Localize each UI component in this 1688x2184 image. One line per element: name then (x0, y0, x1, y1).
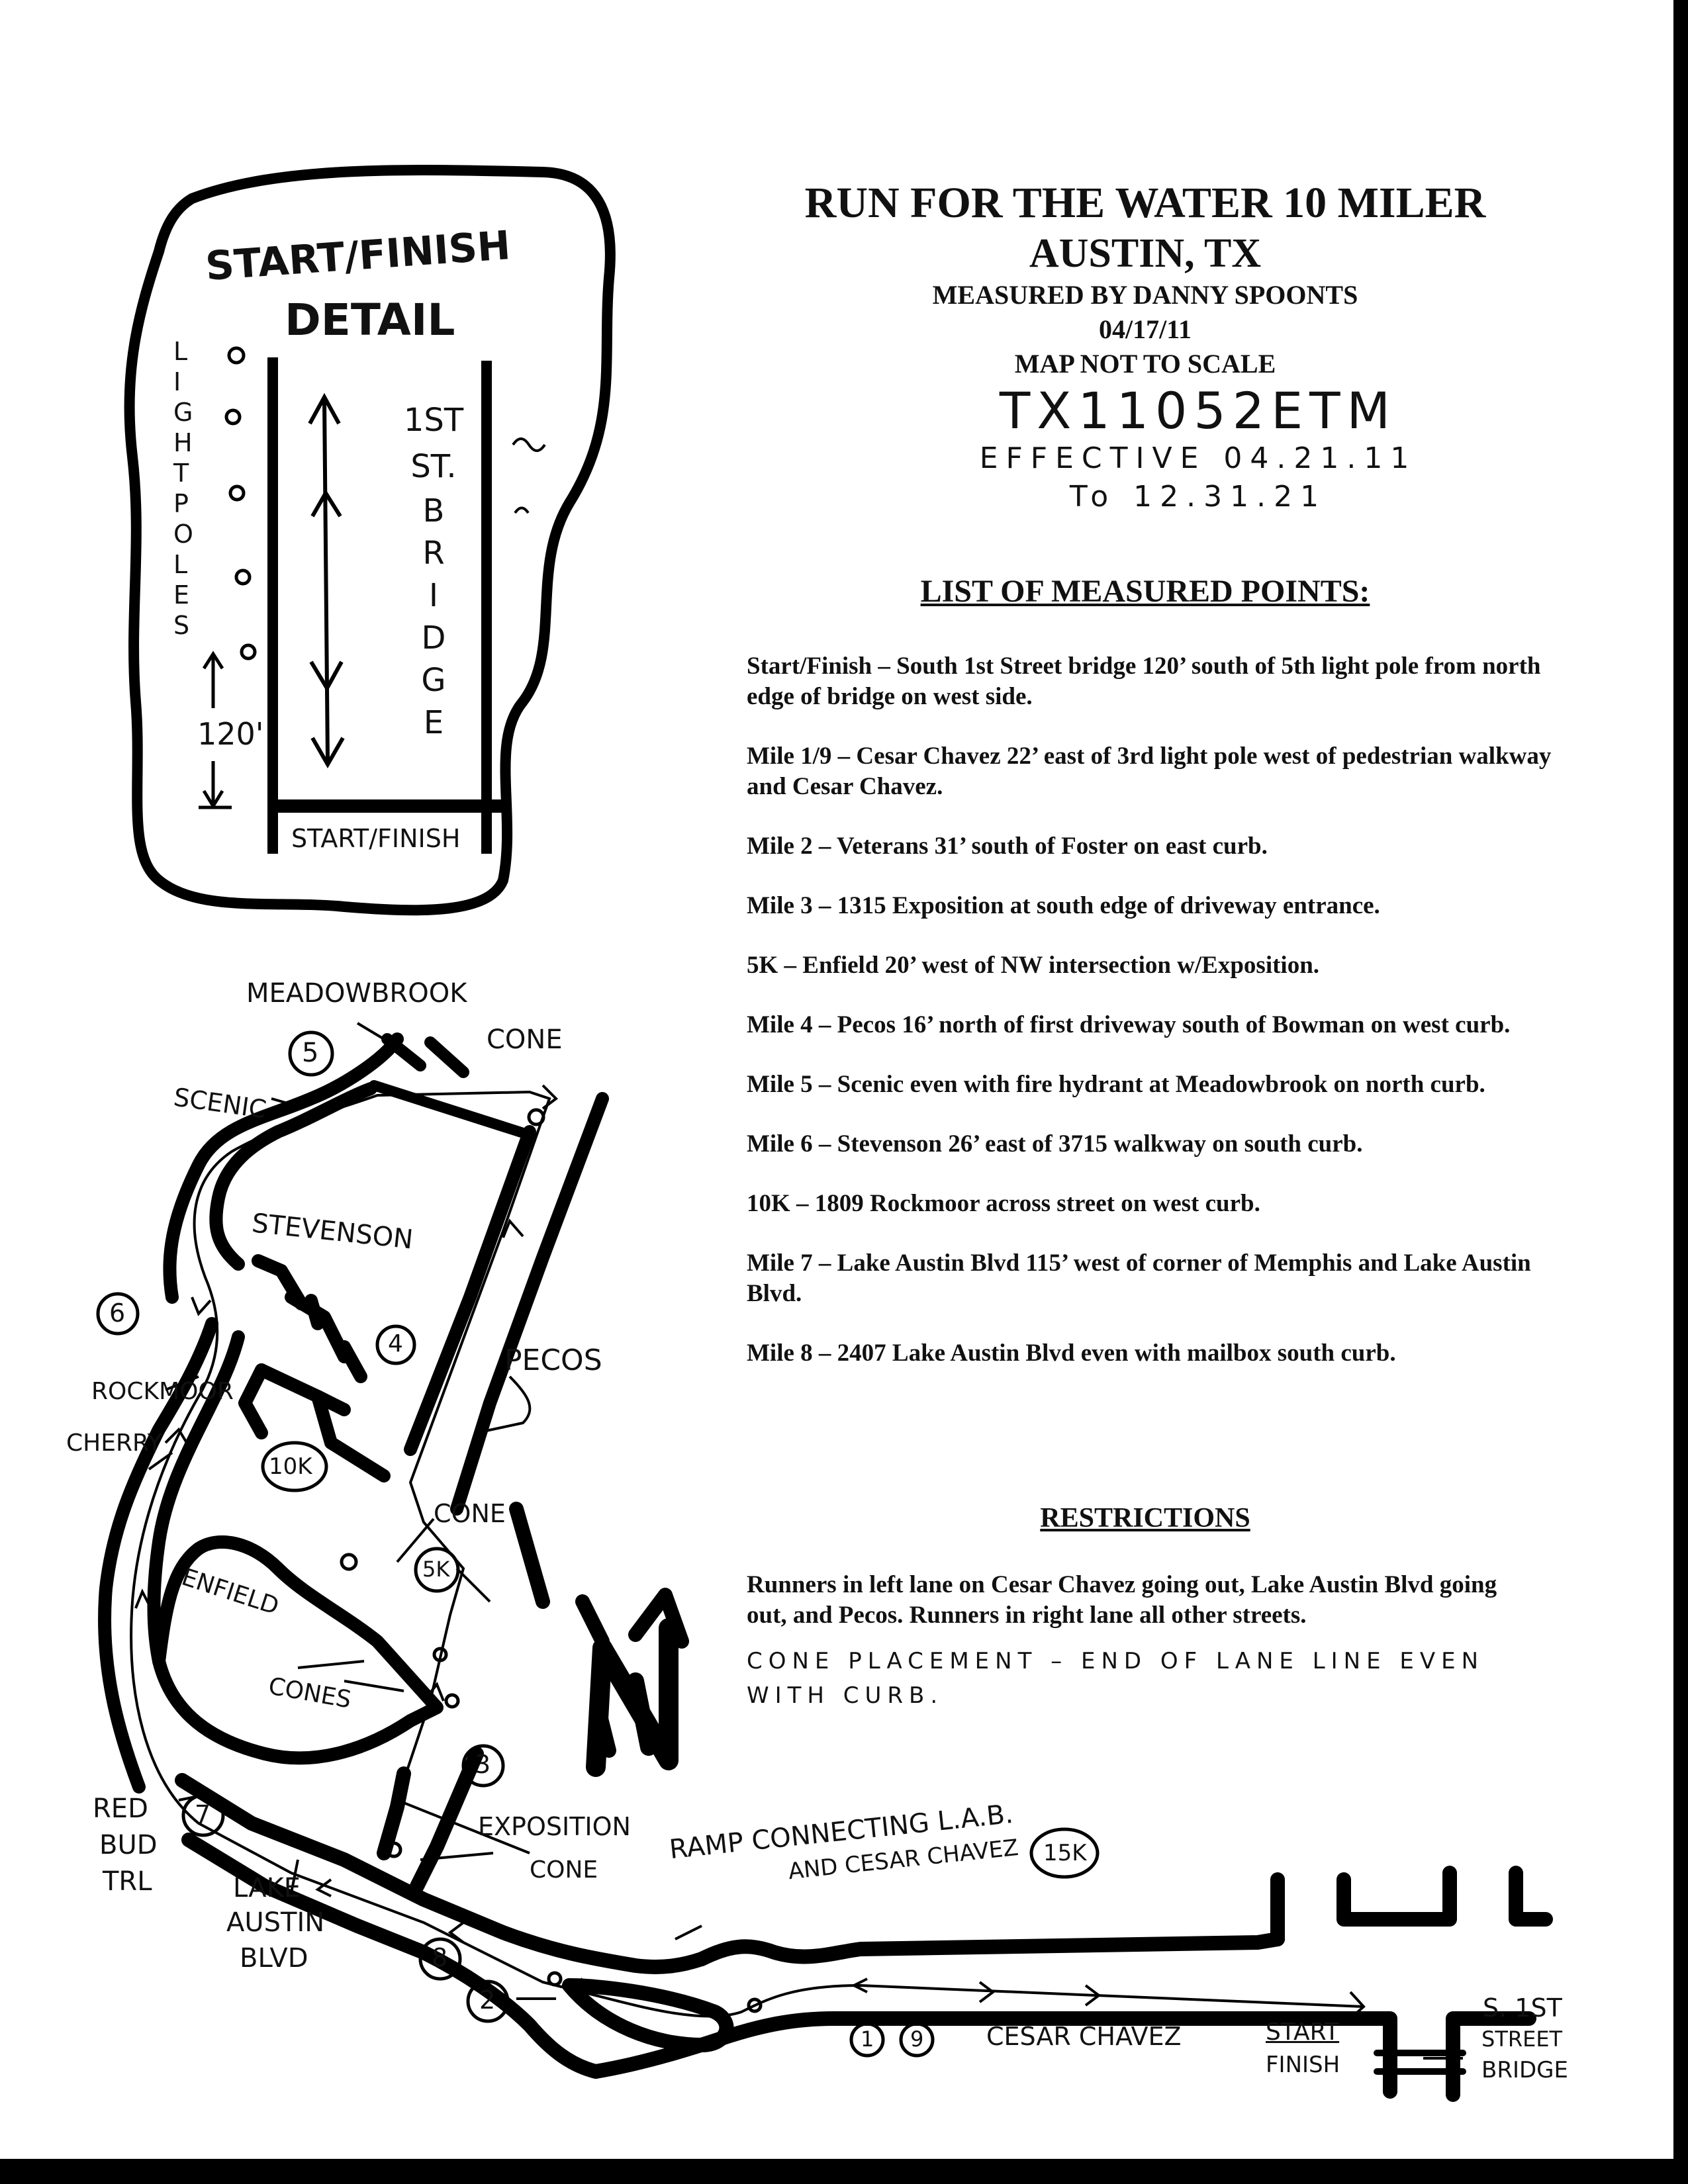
label-start: START (1266, 2019, 1340, 2046)
marker-mile-8: 8 (432, 1943, 448, 1972)
restrictions-text: Runners in left lane on Cesar Chavez goi… (747, 1571, 1497, 1629)
leader-arrows (148, 1022, 1463, 2060)
bridge-letter: D (421, 619, 446, 657)
measure-date: 04/17/11 (1098, 314, 1192, 344)
detail-light-poles (224, 346, 257, 660)
detail-direction-arrow (308, 392, 345, 769)
bridge-letter: ST. (410, 448, 457, 485)
label-rockmoor: ROCKMOOR (91, 1378, 234, 1405)
list-item: 5K – Enfield 20’ west of NW intersection… (747, 952, 1320, 979)
restrictions-heading: RESTRICTIONS (1040, 1503, 1250, 1533)
label-pecos: PECOS (504, 1343, 602, 1377)
bridge-letter: B (422, 492, 445, 529)
label-cone-mid: CONE (434, 1499, 506, 1528)
light-pole-letter: P (173, 489, 189, 518)
light-pole-letter: O (173, 520, 193, 549)
label-bridge-3: BRIDGE (1481, 2057, 1568, 2083)
certification-expires: To 12.31.21 (1069, 480, 1327, 514)
measured-points-list: Start/Finish – South 1st Street bridge 1… (747, 651, 1568, 1398)
marker-mile-9: 9 (910, 2026, 924, 2052)
marker-mile-3: 3 (475, 1750, 491, 1779)
label-cone-low: CONE (530, 1856, 598, 1884)
marker-10k: 10K (269, 1453, 312, 1480)
list-item: Mile 8 – 2407 Lake Austin Blvd even with… (747, 1340, 1396, 1367)
light-pole-letter: H (173, 428, 193, 457)
list-item: 10K – 1809 Rockmoor across street on wes… (747, 1190, 1260, 1217)
label-lake-2: AUSTIN (226, 1907, 325, 1938)
light-pole-letter: L (173, 337, 188, 366)
label-finish: FINISH (1266, 2052, 1340, 2078)
detail-title-line2: DETAIL (285, 295, 455, 345)
light-pole-letter: I (173, 367, 181, 396)
label-exposition: EXPOSITION (478, 1812, 631, 1841)
light-pole-letter: G (173, 398, 193, 427)
page-bottom-border (0, 2159, 1688, 2184)
label-bridge-1: S. 1ST (1483, 1993, 1562, 2023)
cone-markers (340, 1108, 763, 2013)
measured-by: MEASURED BY DANNY SPOONTS (932, 280, 1358, 310)
north-arrow (509, 1502, 689, 1777)
list-item: Mile 6 – Stevenson 26’ east of 3715 walk… (747, 1130, 1363, 1158)
label-meadowbrook: MEADOWBROOK (246, 978, 467, 1009)
detail-light-poles-label: L I G H T P O L E S (173, 336, 200, 641)
list-item: Mile 7 – Lake Austin Blvd 115’ west of c… (747, 1250, 1531, 1307)
bridge-letter: I (428, 577, 439, 614)
water-squiggle-1 (512, 437, 546, 452)
label-lake-3: BLVD (240, 1943, 308, 1974)
bridge-letter: E (423, 704, 444, 741)
list-item: Start/Finish – South 1st Street bridge 1… (747, 653, 1541, 710)
detail-outline (124, 164, 616, 916)
event-title: RUN FOR THE WATER 10 MILER (804, 179, 1486, 227)
marker-mile-5: 5 (302, 1038, 319, 1068)
label-red-bud-1: RED (93, 1794, 148, 1824)
marker-mile-7: 7 (195, 1800, 211, 1829)
list-item: Mile 3 – 1315 Exposition at south edge o… (747, 892, 1380, 919)
map-header: RUN FOR THE WATER 10 MILER AUSTIN, TX ME… (715, 177, 1575, 381)
scale-note: MAP NOT TO SCALE (1014, 349, 1276, 379)
points-heading: LIST OF MEASURED POINTS: (920, 574, 1370, 609)
label-bridge-2: STREET (1481, 2026, 1563, 2052)
certification-block: TX11052ETM EFFECTIVE 04.21.11 To 12.31.2… (914, 383, 1483, 516)
marker-15k: 15K (1043, 1840, 1087, 1866)
certification-effective: EFFECTIVE 04.21.11 (979, 441, 1417, 475)
water-squiggle-2 (514, 506, 530, 514)
event-city: AUSTIN, TX (1029, 231, 1262, 276)
light-pole-letter: S (173, 611, 190, 640)
label-red-bud-3: TRL (103, 1866, 152, 1897)
marker-mile-4: 4 (388, 1330, 403, 1357)
bridge-letter: R (422, 535, 445, 572)
bridge-letter: G (421, 662, 446, 699)
label-cherry: CHERRY (66, 1430, 162, 1457)
detail-120-measure (199, 651, 232, 809)
cone-placement-note: CONE PLACEMENT – END OF LANE LINE EVEN W… (747, 1648, 1485, 1709)
label-red-bud-2: BUD (99, 1830, 158, 1860)
light-pole-letter: L (173, 550, 188, 579)
page-right-border (1673, 0, 1688, 2184)
label-lake-1: LAKE (233, 1873, 301, 1903)
marker-5k: 5K (422, 1557, 450, 1582)
light-pole-letter: E (173, 580, 190, 610)
label-cone-top: CONE (487, 1024, 563, 1055)
marker-mile-1: 1 (861, 2026, 874, 2052)
detail-distance-label: 120' (197, 716, 264, 752)
certification-code: TX11052ETM (999, 381, 1397, 440)
course-route (130, 1084, 1366, 2020)
bridge-letter: 1ST (403, 402, 464, 439)
detail-start-finish-label: START/FINISH (291, 824, 461, 853)
light-pole-letter: T (173, 459, 189, 488)
marker-mile-6: 6 (109, 1298, 126, 1328)
list-item: Mile 4 – Pecos 16’ north of first drivew… (747, 1011, 1511, 1038)
list-item: Mile 5 – Scenic even with fire hydrant a… (747, 1071, 1485, 1098)
detail-bridge-label: 1ST ST. B R I D G E (397, 397, 470, 744)
marker-mile-2: 2 (479, 1985, 496, 2015)
list-item: Mile 1/9 – Cesar Chavez 22’ east of 3rd … (747, 743, 1552, 800)
label-cesar-chavez: CESAR CHAVEZ (986, 2022, 1182, 2051)
list-item: Mile 2 – Veterans 31’ south of Foster on… (747, 833, 1268, 860)
